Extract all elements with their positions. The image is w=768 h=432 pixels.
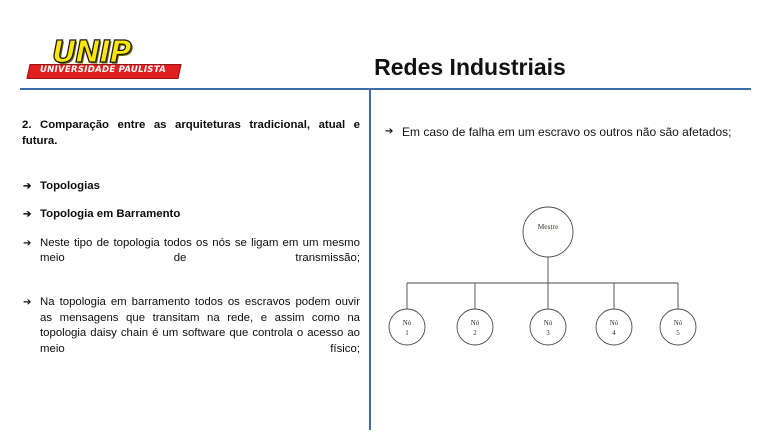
- list-item-label: Em caso de falha em um escravo os outros…: [402, 125, 732, 139]
- arrow-bullet-icon: ➔: [23, 237, 32, 249]
- diagram-node-number: 4: [612, 329, 616, 337]
- slide-header: UNIP UNIVERSIDADE PAULISTA Redes Industr…: [0, 0, 768, 92]
- column-divider-vertical: [369, 90, 371, 430]
- diagram-node: Nó 3: [529, 308, 567, 346]
- arrow-bullet-icon: ➔: [385, 126, 394, 137]
- page-title: Redes Industriais: [374, 54, 566, 80]
- arrow-bullet-icon: ➔: [23, 297, 32, 308]
- list-item-label: Neste tipo de topologia todos os nós se …: [40, 236, 360, 265]
- list-item-label: Topologias: [40, 179, 100, 192]
- diagram-node-label: Nó: [610, 319, 619, 327]
- list-item-label: Na topologia em barramento todos os escr…: [40, 296, 360, 355]
- diagram-node-label: Nó: [674, 319, 683, 327]
- diagram-node-number: 2: [473, 329, 477, 337]
- left-content-column: 2. Comparação entre as arquiteturas trad…: [22, 118, 360, 386]
- list-item: ➔ Na topologia em barramento todos os es…: [22, 295, 360, 373]
- logo-banner-text: UNIVERSIDADE PAULISTA: [39, 65, 167, 75]
- list-item: ➔ Topologia em Barramento: [22, 207, 360, 223]
- bus-topology-diagram: Mestre Nó 1 Nó 2 Nó 3 Nó: [384, 196, 750, 368]
- diagram-node: Nó 5: [659, 308, 697, 346]
- section-heading: 2. Comparação entre as arquiteturas trad…: [22, 119, 360, 147]
- list-item: ➔ Topologias: [22, 179, 360, 195]
- diagram-node: Nó 1: [388, 308, 426, 346]
- diagram-master-node: Mestre: [522, 206, 574, 258]
- diagram-node: Nó 4: [595, 308, 633, 346]
- arrow-bullet-icon: ➔: [23, 180, 32, 192]
- diagram-node: Nó 2: [456, 308, 494, 346]
- diagram-master-label: Mestre: [538, 222, 559, 231]
- list-item: ➔ Neste tipo de topologia todos os nós s…: [22, 236, 360, 283]
- logo-wordmark: UNIP: [51, 35, 132, 70]
- diagram-node-label: Nó: [471, 319, 480, 327]
- diagram-node-number: 5: [676, 329, 680, 337]
- unip-logo: UNIP UNIVERSIDADE PAULISTA: [26, 35, 182, 86]
- diagram-node-number: 1: [405, 329, 409, 337]
- header-divider-horizontal: [20, 88, 751, 90]
- diagram-node-label: Nó: [544, 319, 553, 327]
- arrow-bullet-icon: ➔: [23, 209, 32, 220]
- list-item: ➔ Em caso de falha em um escravo os outr…: [384, 124, 750, 140]
- list-item-label: Topologia em Barramento: [40, 208, 181, 220]
- right-content-column: ➔ Em caso de falha em um escravo os outr…: [384, 124, 750, 140]
- diagram-node-number: 3: [546, 329, 550, 337]
- diagram-node-label: Nó: [403, 319, 412, 327]
